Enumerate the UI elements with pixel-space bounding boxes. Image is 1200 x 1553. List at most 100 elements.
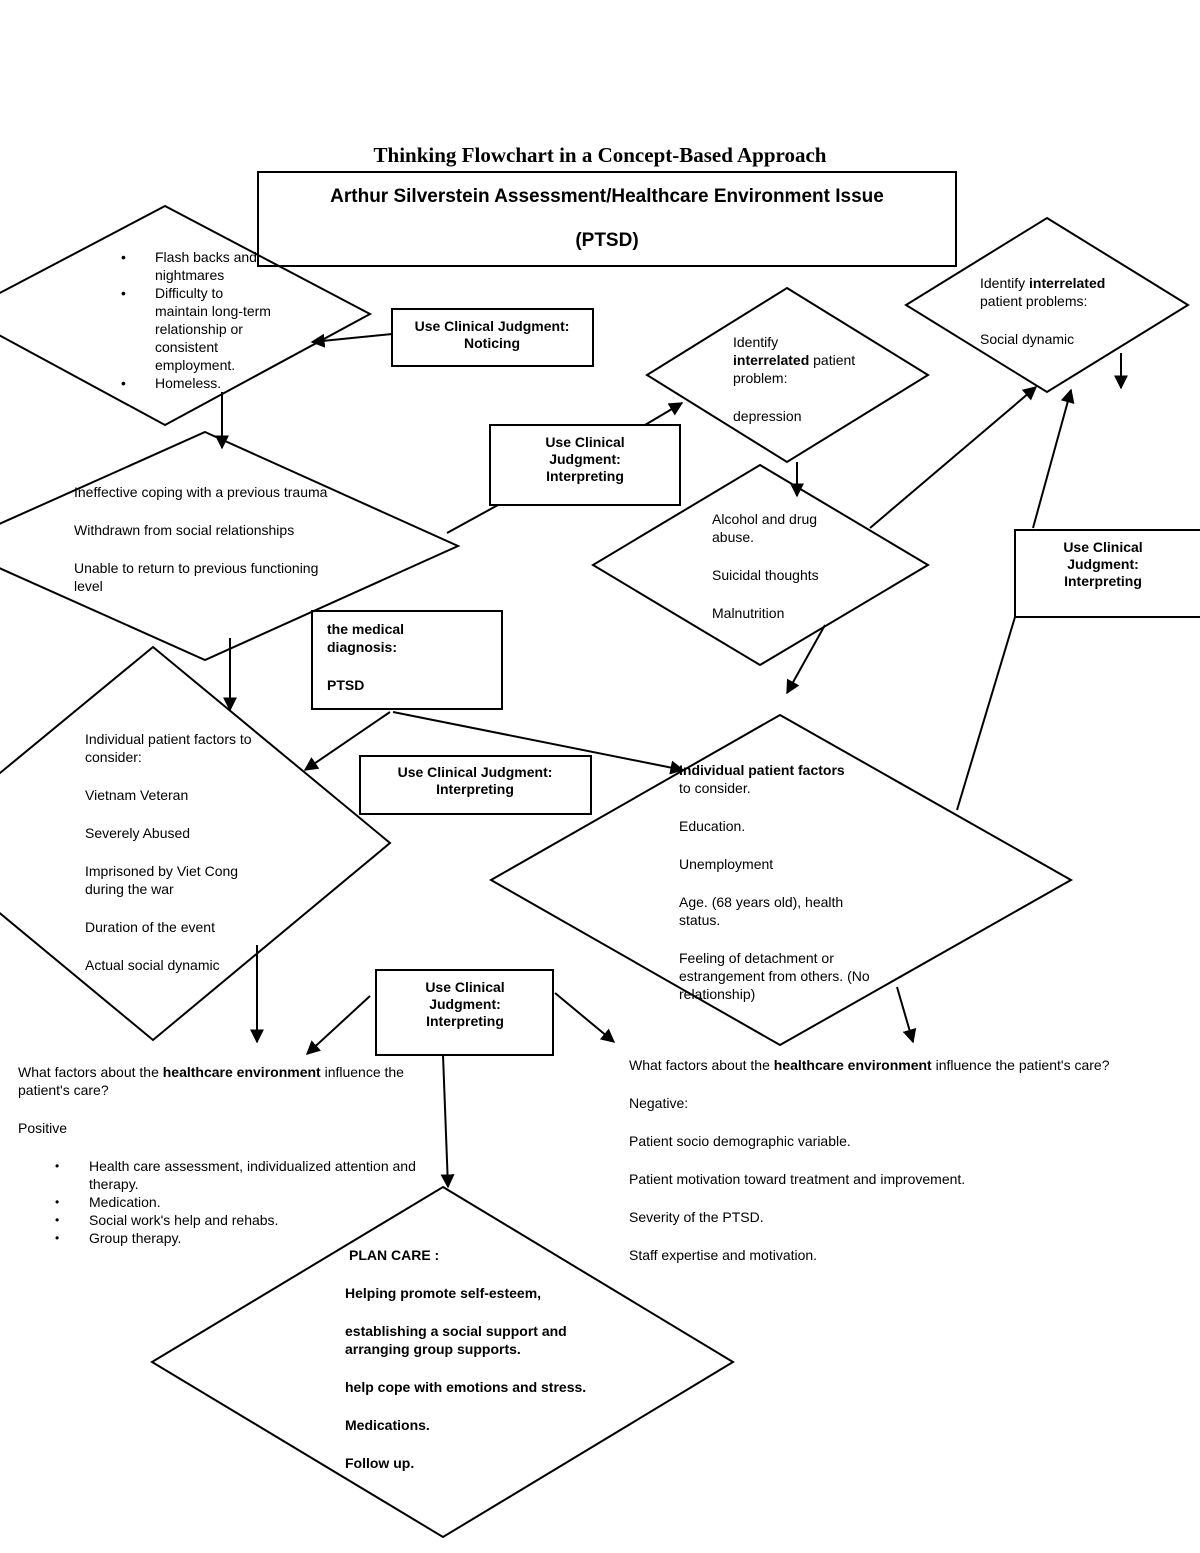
env-positive-q-bold: healthcare environment: [162, 1064, 321, 1080]
diagnosis-label: the medical diagnosis:: [327, 621, 405, 655]
coping-item: Ineffective coping with a previous traum…: [74, 484, 328, 500]
page-title: Thinking Flowchart in a Concept-Based Ap…: [373, 143, 827, 167]
symptoms-diamond: [0, 204, 373, 427]
symptom-item: Difficulty to maintain long-term relatio…: [121, 284, 275, 374]
interpreting-box-middle: [359, 755, 592, 815]
social-text: Identify interrelated patient problems: …: [980, 274, 1140, 348]
env-positive-item: Group therapy.: [55, 1229, 459, 1247]
coping-text: Ineffective coping with a previous traum…: [74, 483, 334, 595]
env-negative-q-prefix: What factors about the: [629, 1057, 770, 1073]
alcohol-item: Malnutrition: [712, 605, 785, 621]
right-factors-heading-rest: to consider.: [679, 780, 751, 796]
left-factors-heading: Individual patient factors to consider:: [85, 731, 252, 765]
env-positive-q-suffix: influence the patient's care?: [18, 1064, 404, 1098]
env-negative-item: Patient motivation toward treatment and …: [629, 1171, 966, 1187]
env-negative-text: What factors about the healthcare enviro…: [629, 1056, 1139, 1264]
coping-diamond: [0, 430, 461, 662]
depression-diamond: [645, 286, 930, 464]
left-factor-item: Actual social dynamic: [85, 957, 220, 973]
interpreting-top-text: Use Clinical Judgment: Interpreting: [545, 434, 625, 484]
env-negative-item: Patient socio demographic variable.: [629, 1133, 851, 1149]
left-factor-item: Severely Abused: [85, 825, 191, 841]
plan-care-item: Follow up.: [345, 1455, 415, 1471]
plan-care-item: Medications.: [345, 1417, 430, 1433]
header-line-2: (PTSD): [575, 230, 639, 251]
arrow-diagnosis-to-right-factors: [392, 711, 685, 775]
social-suffix: patient problems:: [980, 293, 1088, 309]
plan-care-item: establishing a social support and arrang…: [345, 1323, 567, 1357]
interpreting-right-text: Use Clinical Judgment: Interpreting: [1063, 539, 1143, 589]
arrow-interpreting-to-env-negative: [554, 992, 616, 1043]
env-negative-q-suffix: influence the patient's care?: [935, 1057, 1110, 1073]
env-positive-label: Positive: [18, 1120, 68, 1136]
arrow-interpreting-right-to-social: [1032, 388, 1075, 529]
env-positive-item: Medication.: [55, 1193, 459, 1211]
right-factor-item: Age. (68 years old), health status.: [679, 894, 844, 928]
symptom-item: Homeless.: [121, 374, 275, 392]
depression-bold: interrelated: [733, 352, 810, 368]
connector-right-factors-to-interpreting: [956, 616, 1016, 811]
arrow-right-factors-down: [896, 986, 917, 1044]
alcohol-item: Suicidal thoughts: [712, 567, 819, 583]
plan-care-item: Helping promote self-esteem,: [345, 1285, 542, 1301]
plan-care-item: help cope with emotions and stress.: [345, 1379, 587, 1395]
env-positive-q-prefix: What factors about the: [18, 1064, 159, 1080]
alcohol-item: Alcohol and drug abuse.: [712, 511, 818, 545]
diagnosis-value: PTSD: [327, 677, 365, 693]
plan-care-diamond: [150, 1185, 735, 1539]
env-positive-item: Social work's help and rehabs.: [55, 1211, 459, 1229]
social-bold: interrelated: [1029, 275, 1106, 291]
env-negative-q-bold: healthcare environment: [773, 1057, 932, 1073]
arrow-diagnosis-to-left-factors: [303, 711, 391, 771]
coping-item: Unable to return to previous functioning…: [74, 560, 319, 594]
right-factor-item: Education.: [679, 818, 746, 834]
noticing-box: [391, 308, 594, 367]
arrow-interpreting-to-env-positive: [305, 995, 371, 1055]
env-negative-item: Severity of the PTSD.: [629, 1209, 764, 1225]
depression-suffix: patient problem:: [733, 352, 856, 386]
depression-prefix: Identify: [733, 334, 779, 350]
depression-text: Identify interrelated patient problem: de…: [733, 333, 863, 425]
symptom-item: Flash backs and nightmares: [121, 248, 275, 284]
plan-care-text: PLAN CARE : Helping promote self-esteem,…: [345, 1246, 615, 1472]
arrow-alcohol-to-right-factors: [786, 624, 826, 695]
arrow-interpreting-to-depression: [644, 402, 684, 426]
header-line-1: Arthur Silverstein Assessment/Healthcare…: [330, 186, 884, 207]
interpreting-box-top: [489, 424, 681, 506]
social-item: Social dynamic: [980, 331, 1075, 347]
plan-care-heading: PLAN CARE :: [349, 1247, 440, 1263]
coping-item: Withdrawn from social relationships: [74, 522, 295, 538]
left-factors-diamond: [0, 645, 392, 1042]
left-factor-item: Imprisoned by Viet Cong during the war: [85, 863, 239, 897]
env-positive-item: Health care assessment, individualized a…: [55, 1157, 459, 1193]
interpreting-box-bottom: [375, 969, 554, 1056]
right-factor-item: Unemployment: [679, 856, 774, 872]
social-prefix: Identify: [980, 275, 1026, 291]
depression-item: depression: [733, 408, 802, 424]
symptoms-list: Flash backs and nightmares Difficulty to…: [121, 248, 275, 392]
env-positive-text: What factors about the healthcare enviro…: [18, 1063, 458, 1247]
right-factors-text: Individual patient factors to consider. E…: [679, 761, 879, 1003]
connector-coping-to-interpreting: [446, 504, 499, 534]
interpreting-bottom-text: Use Clinical Judgment: Interpreting: [425, 979, 505, 1029]
social-diamond: [904, 216, 1190, 394]
left-factor-item: Vietnam Veteran: [85, 787, 189, 803]
left-factor-item: Duration of the event: [85, 919, 215, 935]
right-factors-heading-bold: Individual patient factors: [679, 762, 845, 778]
diagnosis-box: [311, 610, 503, 710]
interpreting-box-right: [1014, 529, 1200, 618]
right-factors-diamond: [488, 713, 1074, 1047]
alcohol-diamond: [591, 463, 930, 667]
header-box-text: Arthur Silverstein Assessment/Healthcare…: [258, 186, 956, 252]
arrow-alcohol-to-social: [869, 386, 1038, 529]
left-factors-text: Individual patient factors to consider: …: [85, 730, 285, 974]
right-factor-item: Feeling of detachment or estrangement fr…: [679, 950, 870, 1002]
alcohol-text: Alcohol and drug abuse. Suicidal thought…: [712, 510, 852, 622]
env-negative-label: Negative:: [629, 1095, 689, 1111]
arrow-noticing-to-symptoms: [310, 333, 393, 348]
interpreting-middle-text: Use Clinical Judgment: Interpreting: [397, 764, 553, 797]
diagnosis-text: the medical diagnosis: PTSD: [327, 620, 437, 694]
env-negative-item: Staff expertise and motivation.: [629, 1247, 818, 1263]
noticing-box-text: Use Clinical Judgment: Noticing: [414, 318, 570, 351]
header-box: [257, 171, 957, 267]
